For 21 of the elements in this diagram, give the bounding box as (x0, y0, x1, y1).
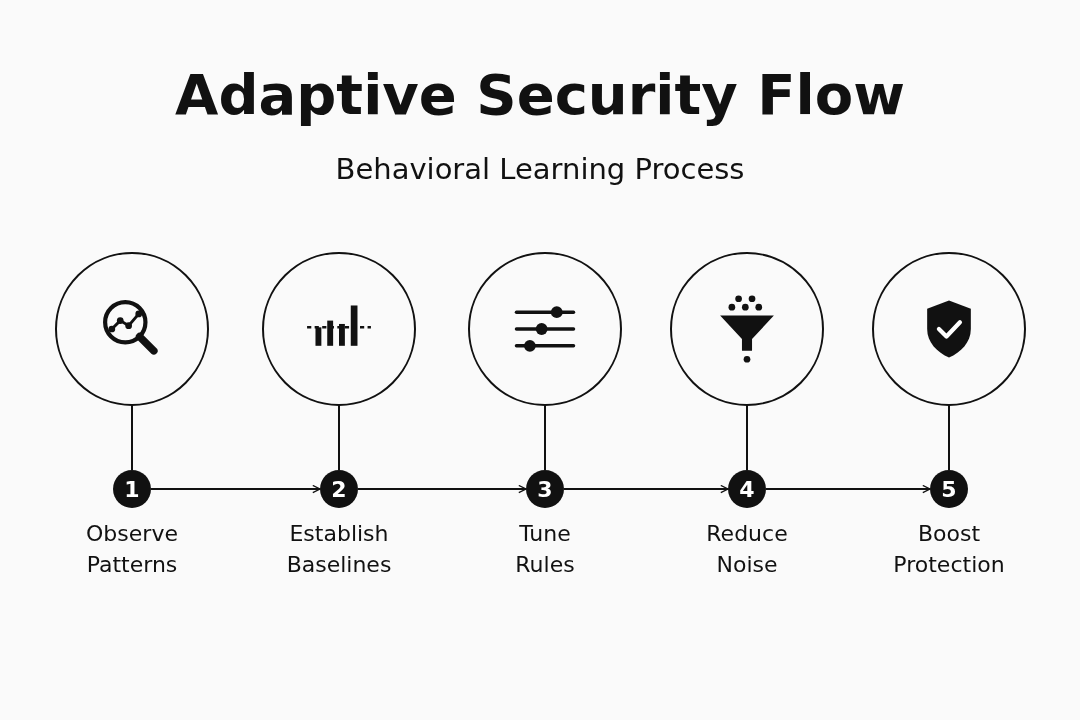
step-number-badge: 4 (728, 470, 766, 508)
connector-line (746, 405, 748, 471)
step-label: Tune Rules (515, 520, 575, 579)
arrow (563, 484, 729, 494)
connector-line (544, 405, 546, 471)
step-label: Reduce Noise (706, 520, 788, 579)
arrow (150, 484, 321, 494)
connector-line (338, 405, 340, 471)
connector-line (948, 405, 950, 471)
connector-line (131, 405, 133, 471)
step-number-badge: 2 (320, 470, 358, 508)
arrow (765, 484, 931, 494)
step-label: Observe Patterns (86, 520, 178, 579)
title: Adaptive Security Flow (175, 62, 905, 127)
step-number-badge: 5 (930, 470, 968, 508)
step-label: Establish Baselines (286, 520, 392, 579)
step-number-badge: 3 (526, 470, 564, 508)
step-number-badge: 1 (113, 470, 151, 508)
subtitle: Behavioral Learning Process (335, 152, 745, 186)
step-label: Boost Protection (893, 520, 1005, 579)
arrow (357, 484, 527, 494)
